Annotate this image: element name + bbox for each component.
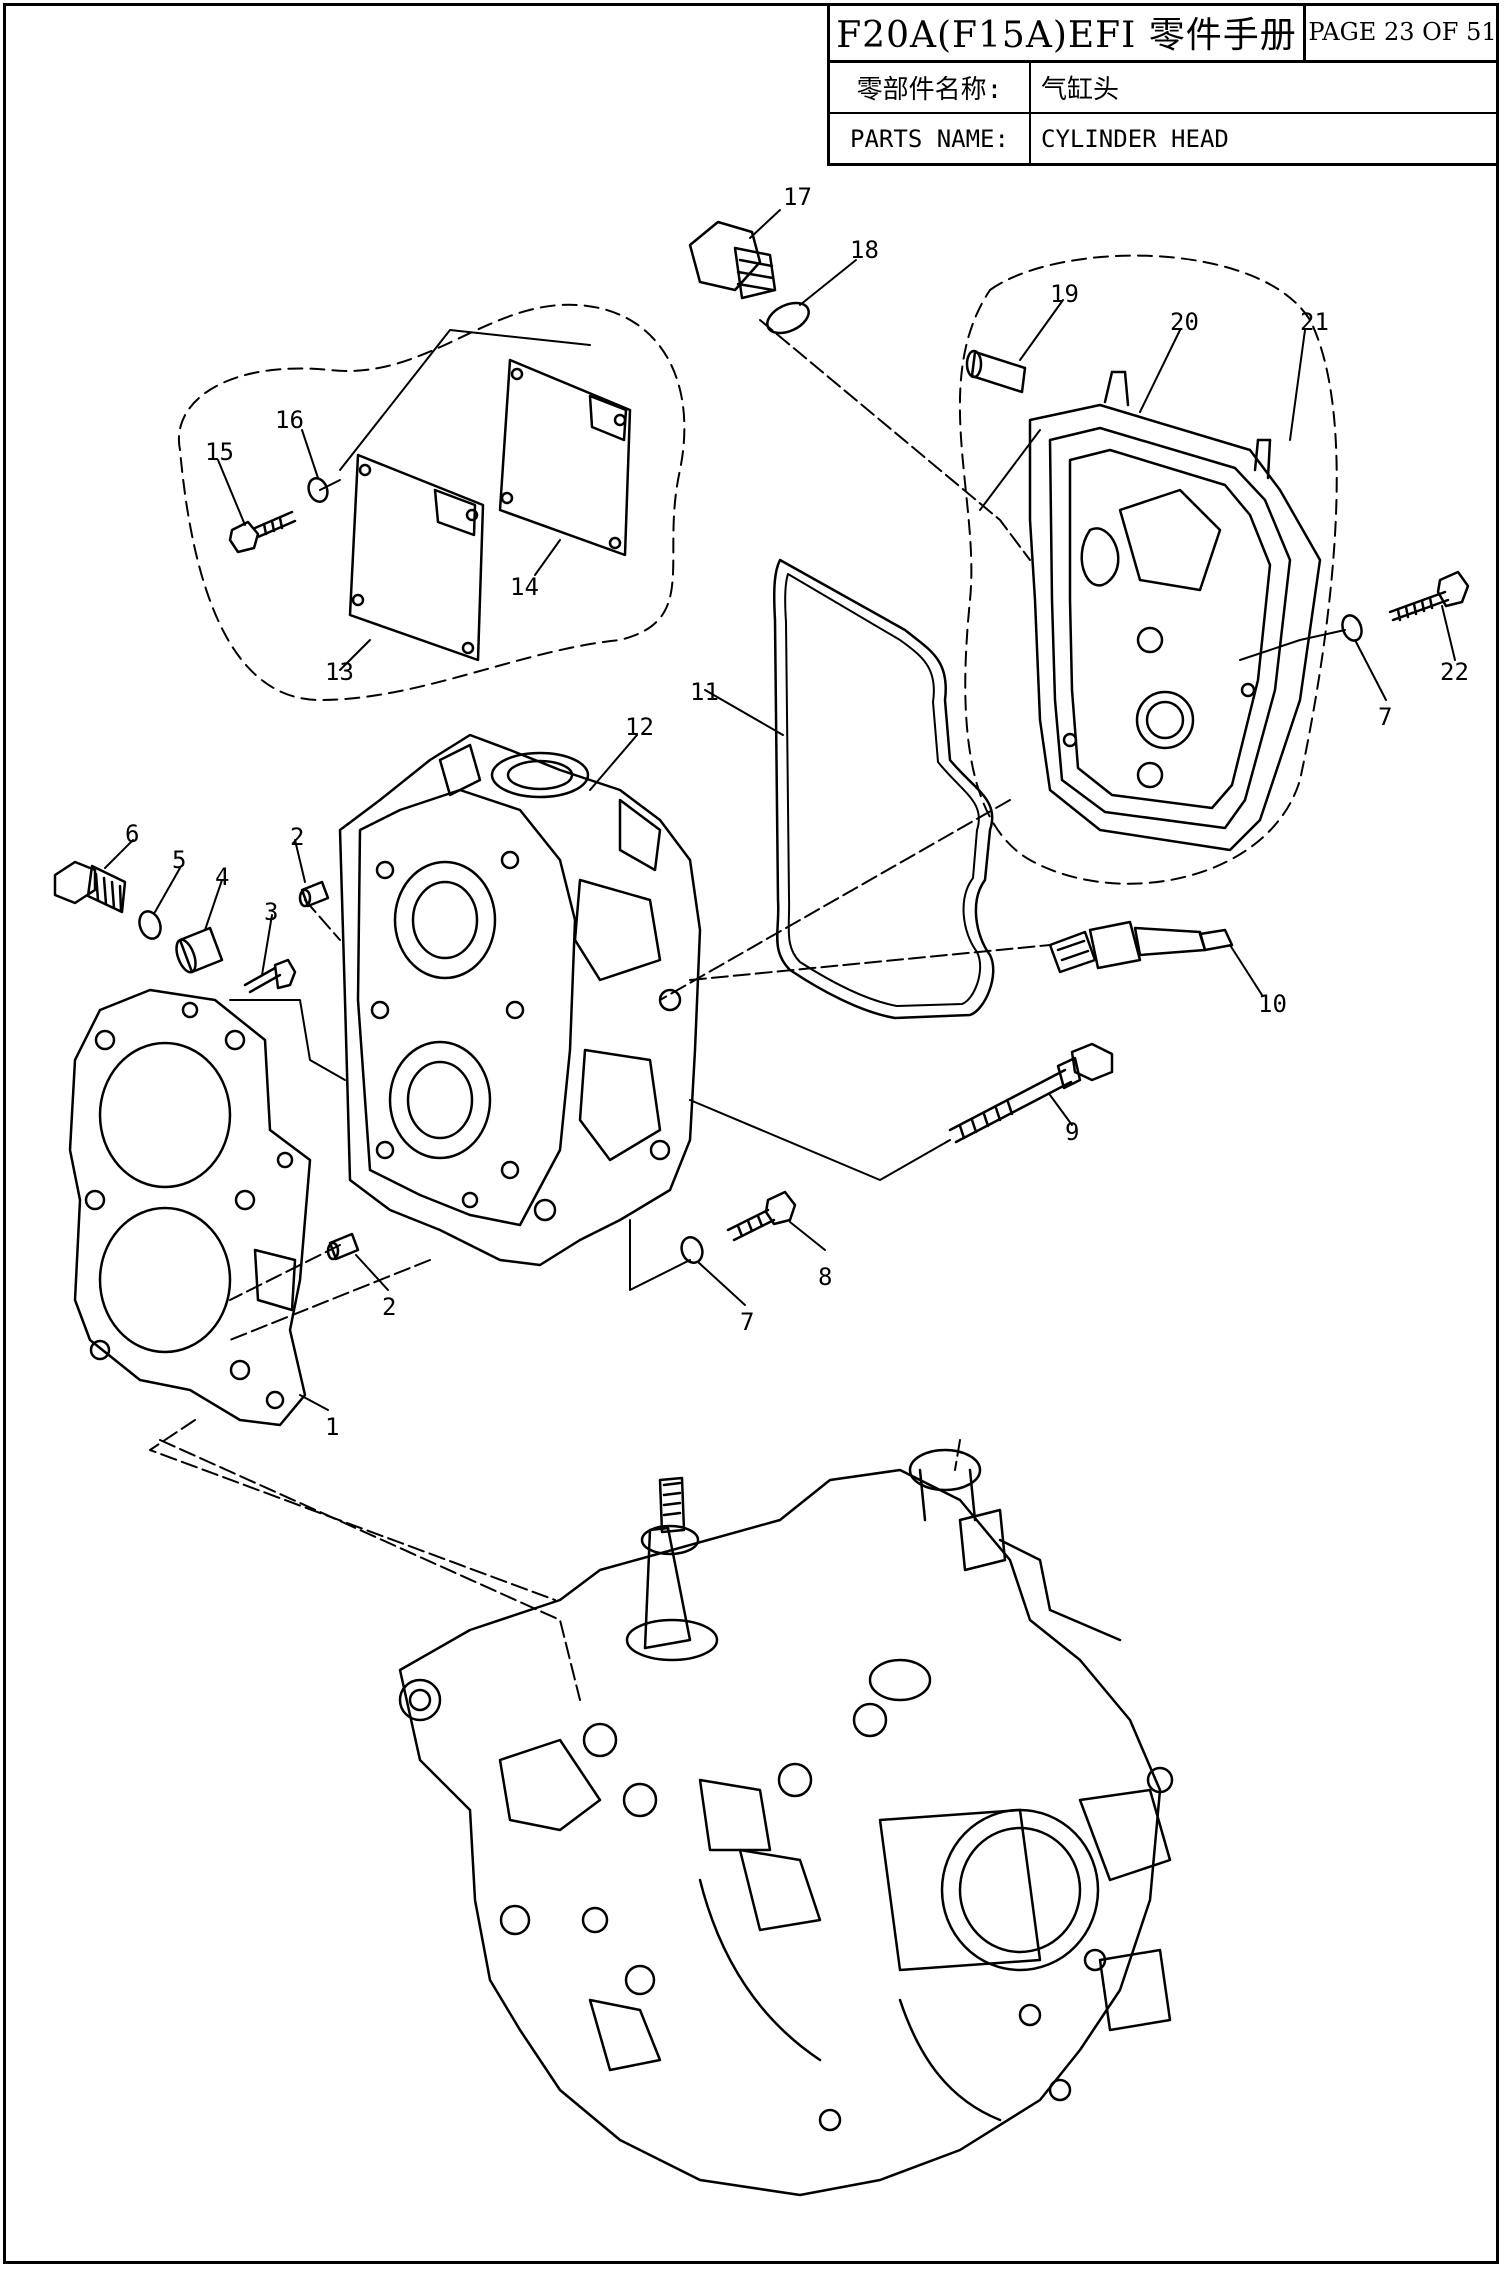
parts-name-value-cn: 气缸头 (1031, 63, 1499, 114)
callout-numbers: 17 18 19 20 21 16 15 14 13 22 7 11 12 2 … (125, 183, 1469, 1441)
callout-14: 14 (510, 573, 539, 601)
part-2-dowel-pin-lower (326, 1232, 360, 1261)
callout-4: 4 (215, 863, 229, 891)
callout-5: 5 (172, 846, 186, 874)
part-22-bolt (1388, 570, 1470, 622)
leader-lines (229, 329, 1346, 1291)
part-19-hose-fitting (965, 349, 1027, 394)
part-8-bolt (726, 1190, 797, 1242)
callout-15: 15 (205, 438, 234, 466)
callout-22: 22 (1440, 658, 1469, 686)
callout-19: 19 (1050, 280, 1079, 308)
part-2-dowel-pin-upper (298, 880, 330, 908)
part-1-head-gasket (68, 988, 312, 1427)
drawing-frame (3, 3, 1499, 2264)
callout-13: 13 (325, 658, 354, 686)
callout-10: 10 (1258, 990, 1287, 1018)
part-12-cylinder-head (338, 733, 702, 1267)
part-4-sleeve (175, 926, 224, 974)
callout-20: 20 (1170, 308, 1199, 336)
part-6-plug (53, 860, 127, 914)
part-10-spark-plug (1048, 920, 1234, 974)
title-block: F20A(F15A)EFI 零件手册 PAGE 23 OF 51 零部件名称: … (827, 3, 1499, 166)
callout-6: 6 (125, 820, 139, 848)
assembly-guide-lines (149, 319, 1051, 1701)
part-9-long-bolt (948, 1042, 1114, 1144)
callout-16: 16 (275, 406, 304, 434)
callout-1: 1 (325, 1413, 339, 1441)
part-5-o-ring (138, 910, 162, 940)
callout-12: 12 (625, 713, 654, 741)
callout-7-upper: 7 (1378, 703, 1392, 731)
group-boundary-head-cover (958, 254, 1338, 885)
callout-8: 8 (818, 1263, 832, 1291)
part-14-gasket (498, 358, 632, 557)
group-boundary-cover-plates (177, 303, 686, 701)
part-15-bolt (228, 510, 297, 554)
part-7-washer-lower (680, 1236, 704, 1264)
callout-2-lower: 2 (382, 1293, 396, 1321)
part-16-washer (307, 477, 329, 503)
part-20-head-cover (1028, 370, 1322, 852)
callout-leaders (104, 209, 1456, 1411)
part-13-cover-plate (348, 453, 485, 662)
callout-21: 21 (1300, 308, 1329, 336)
callout-7-lower: 7 (740, 1308, 754, 1336)
part-3-bolt (243, 958, 297, 994)
part-7-washer-upper (1341, 614, 1363, 642)
part-18-o-ring (766, 301, 810, 335)
parts-name-label-cn: 零部件名称: (830, 63, 1031, 114)
parts-name-value-en: CYLINDER HEAD (1041, 124, 1229, 153)
part-11-cover-gasket (772, 558, 995, 1020)
part-11-cover-gasket-inner (784, 573, 982, 1007)
callout-9: 9 (1065, 1118, 1079, 1146)
page-number: PAGE 23 OF 51 (1306, 3, 1499, 63)
callout-17: 17 (783, 183, 812, 211)
engine-crankcase-block (398, 1448, 1174, 2197)
parts-name-label-en: PARTS NAME: (830, 114, 1031, 163)
callout-18: 18 (850, 236, 879, 264)
callout-11: 11 (690, 678, 719, 706)
catalog-title: F20A(F15A)EFI 零件手册 (830, 3, 1306, 63)
part-17-oil-filler-cap (688, 220, 777, 300)
callout-2-upper: 2 (290, 823, 304, 851)
callout-3: 3 (264, 898, 278, 926)
